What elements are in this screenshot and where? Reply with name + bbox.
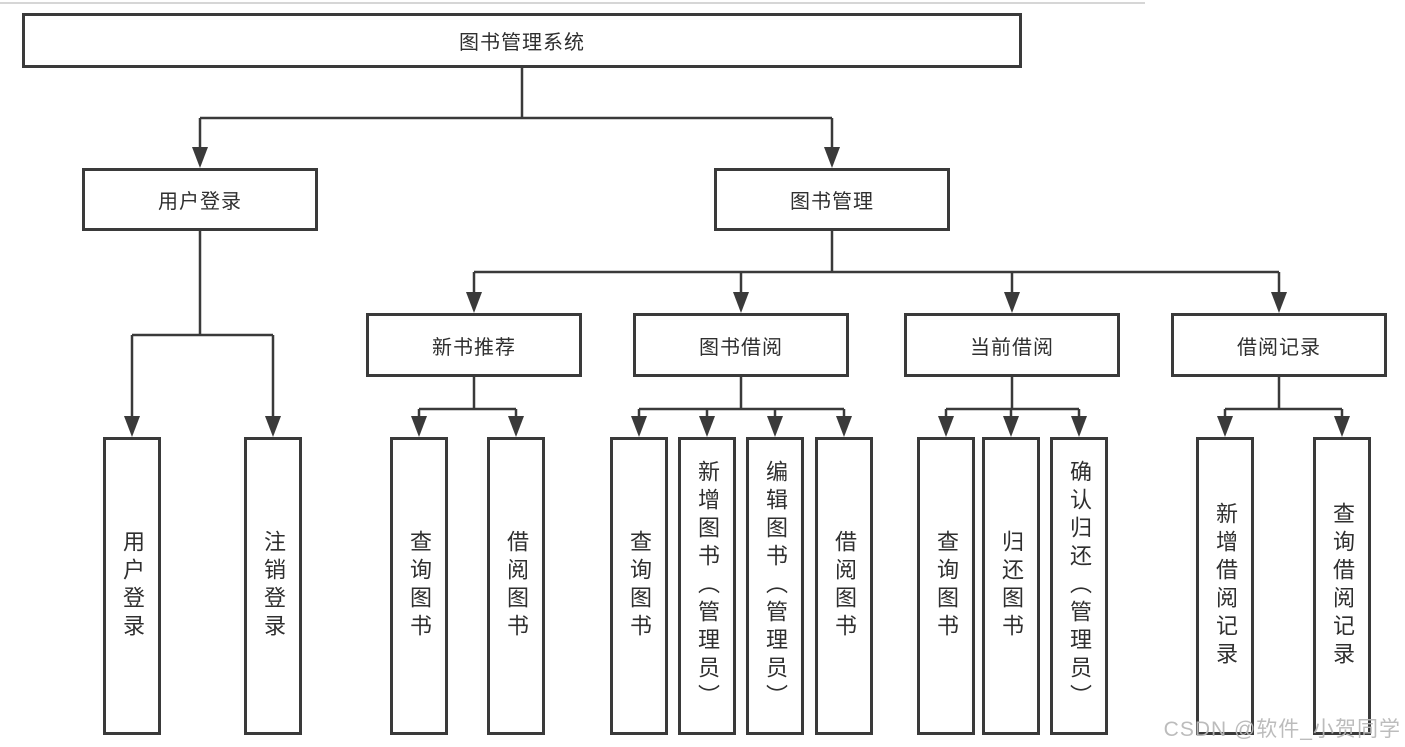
arrowheads <box>124 147 1350 437</box>
leaf-borrow-books-newbooks: 借阅图书 <box>487 437 545 735</box>
leaf-edit-books-admin: 编辑图书（管理员） <box>746 437 804 735</box>
leaf-query-borrow-record-label: 查询借阅记录 <box>1330 502 1355 670</box>
leaf-query-books-newbooks-label: 查询图书 <box>407 530 432 642</box>
leaf-logout: 注销登录 <box>244 437 302 735</box>
node-current-borrow-label: 当前借阅 <box>970 336 1054 359</box>
leaf-edit-books-admin-label: 编辑图书（管理员） <box>763 460 788 712</box>
node-book-borrow: 图书借阅 <box>633 313 849 377</box>
leaf-query-books-current: 查询图书 <box>917 437 975 735</box>
leaf-add-books-admin-label: 新增图书（管理员） <box>695 460 720 712</box>
leaf-return-books-label: 归还图书 <box>999 530 1024 642</box>
leaf-add-books-admin: 新增图书（管理员） <box>678 437 736 735</box>
node-current-borrow: 当前借阅 <box>904 313 1120 377</box>
leaf-query-books-borrow-label: 查询图书 <box>627 530 652 642</box>
leaf-user-login-label: 用户登录 <box>120 530 145 642</box>
node-book-management: 图书管理 <box>714 168 950 231</box>
leaf-confirm-return-admin: 确认归还（管理员） <box>1050 437 1108 735</box>
node-borrow-records-label: 借阅记录 <box>1237 336 1321 359</box>
leaf-logout-label: 注销登录 <box>261 530 286 642</box>
top-hairline <box>0 2 1145 4</box>
node-user-login: 用户登录 <box>82 168 318 231</box>
leaf-confirm-return-admin-label: 确认归还（管理员） <box>1067 460 1092 712</box>
leaf-borrow-books: 借阅图书 <box>815 437 873 735</box>
leaf-add-borrow-record: 新增借阅记录 <box>1196 437 1254 735</box>
node-new-book-recommend: 新书推荐 <box>366 313 582 377</box>
leaf-query-borrow-record: 查询借阅记录 <box>1313 437 1371 735</box>
node-book-borrow-label: 图书借阅 <box>699 336 783 359</box>
node-root-label: 图书管理系统 <box>459 32 585 54</box>
csdn-watermark: CSDN @软件_小贺同学 <box>1163 718 1401 741</box>
leaf-query-books-borrow: 查询图书 <box>610 437 668 735</box>
leaf-query-books-current-label: 查询图书 <box>934 530 959 642</box>
node-borrow-records: 借阅记录 <box>1171 313 1387 377</box>
leaf-query-books-newbooks: 查询图书 <box>390 437 448 735</box>
leaf-user-login: 用户登录 <box>103 437 161 735</box>
node-new-book-recommend-label: 新书推荐 <box>432 336 516 359</box>
leaf-borrow-books-newbooks-label: 借阅图书 <box>504 530 529 642</box>
node-book-management-label: 图书管理 <box>790 191 874 213</box>
leaf-return-books: 归还图书 <box>982 437 1040 735</box>
node-root: 图书管理系统 <box>22 13 1022 68</box>
node-user-login-label: 用户登录 <box>158 191 242 213</box>
leaf-borrow-books-label: 借阅图书 <box>832 530 857 642</box>
leaf-add-borrow-record-label: 新增借阅记录 <box>1213 502 1238 670</box>
